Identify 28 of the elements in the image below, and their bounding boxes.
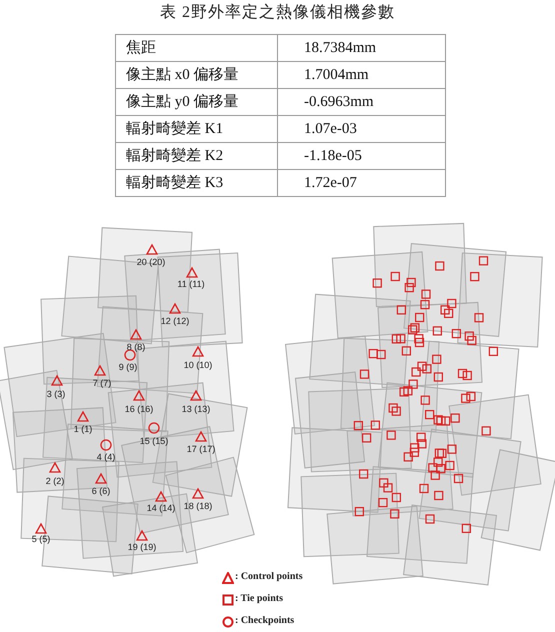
point-label: 10 (10): [184, 360, 212, 370]
point-label: 9 (9): [118, 362, 138, 372]
table-cell: 焦距: [115, 34, 278, 62]
point-label: 1 (1): [74, 424, 92, 434]
point-label: 20 (20): [136, 257, 166, 267]
point-label: 14 (14): [146, 503, 176, 513]
table-cell: 1.72e-07: [277, 169, 446, 197]
table-cell: 輻射畸變差 K3: [115, 169, 278, 197]
point-label: 13 (13): [182, 404, 210, 414]
table-cell: 18.7384mm: [277, 34, 446, 62]
point-label: 18 (18): [184, 501, 212, 511]
point-label: 16 (16): [124, 404, 154, 414]
point-label: 5 (5): [32, 534, 50, 544]
point-label: 8 (8): [126, 342, 146, 352]
point-label: 15 (15): [140, 436, 168, 446]
point-label: 4 (4): [96, 452, 116, 462]
point-label: 17 (17): [186, 444, 216, 454]
point-label: 12 (12): [160, 316, 190, 326]
point-label: 6 (6): [92, 486, 110, 496]
legend-text: : Control points: [235, 571, 303, 582]
point-label: 2 (2): [46, 476, 64, 486]
table-title: 表 2野外率定之熱像儀相機參數: [159, 2, 396, 23]
point-label: 19 (19): [128, 542, 156, 552]
point-label: 11 (11): [177, 279, 205, 289]
point-label: 3 (3): [46, 389, 66, 399]
legend-text: : Tie points: [235, 593, 283, 604]
legend-text: : Checkpoints: [235, 615, 294, 626]
point-label: 7 (7): [92, 378, 112, 388]
